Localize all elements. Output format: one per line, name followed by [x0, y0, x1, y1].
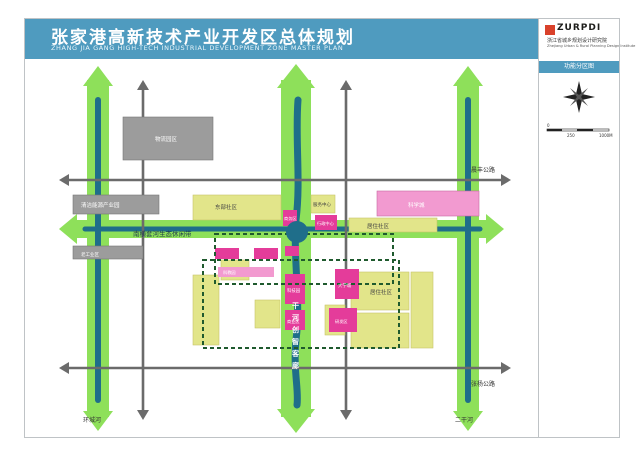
label-living-east: 居住社区: [370, 288, 393, 296]
spine-char-3: 创: [291, 325, 299, 334]
label-south-mix: 商业区: [287, 318, 300, 325]
compass-rose-icon: [563, 81, 595, 113]
scale-label-zero: 0: [547, 123, 550, 128]
label-hub-north: 服务中心: [313, 201, 331, 208]
label-green-belt: 南横套河生态休闲带: [133, 229, 192, 238]
central-hub: [286, 221, 308, 243]
label-university: 大学城: [338, 282, 352, 289]
label-sci-city: 科学城: [408, 201, 425, 209]
logo-name-cn: 浙江省城乡规划设计研究院: [547, 38, 608, 44]
map-frame: 张家港高新技术产业开发区总体规划 ZHANG JIA GANG HIGH-TEC…: [24, 18, 635, 438]
label-living-north: 居住社区: [367, 222, 390, 230]
label-tech-park: 科技园: [287, 287, 301, 294]
scale-bar: 0 250 1000M: [546, 123, 613, 138]
logo-wordmark: ZURPDI: [557, 23, 602, 33]
label-new-energy: 清洁能源产业园: [81, 201, 120, 209]
plan-map: 物流园区 清洁能源产业园 东部社区 服务中心 科学城 居住社区 老工业区 商务区…: [25, 60, 538, 437]
spine-char-4: 智: [292, 337, 299, 346]
spine-label: 干 河 创 智 客 廊: [291, 302, 300, 370]
label-old-industry: 老工业区: [81, 251, 99, 258]
label-north-road: 晨丰公路: [471, 166, 495, 174]
logo-name-en: Zhejiang Urban & Rural Planning Design I…: [547, 44, 636, 48]
map-subtitle: ZHANG JIA GANG HIGH-TECH INDUSTRIAL DEVE…: [51, 44, 344, 52]
side-panel-title: 功能分区图: [539, 61, 619, 73]
scale-label-mid: 250: [567, 133, 575, 138]
scale-label-end: 1000M: [599, 133, 613, 138]
label-logistics: 物流园区: [155, 135, 178, 143]
title-banner: 张家港高新技术产业开发区总体规划 ZHANG JIA GANG HIGH-TEC…: [25, 19, 538, 59]
zone-labels: 物流园区 清洁能源产业园 东部社区 服务中心 科学城 居住社区 老工业区 商务区…: [81, 135, 425, 325]
label-business: 商务区: [284, 215, 297, 222]
label-east-community: 东部社区: [215, 203, 238, 211]
spine-char-5: 客: [291, 349, 300, 358]
label-west-river: 环城河: [83, 416, 101, 424]
institute-logo: ZURPDI 浙江省城乡规划设计研究院 Zhejiang Urban & Rur…: [539, 19, 635, 59]
mixed-use-zones: [215, 190, 480, 332]
map-title: 张家港高新技术产业开发区总体规划: [51, 28, 355, 48]
label-rd: 研发区: [335, 318, 348, 325]
compass-scale: 0 250 1000M: [546, 81, 613, 138]
gray-zones: [72, 116, 214, 260]
side-divider: [538, 19, 539, 437]
spine-char-2: 河: [292, 313, 299, 322]
label-south-road: 张杨公路: [471, 380, 495, 388]
special-district-outline: [202, 233, 400, 349]
road-labels: 晨丰公路 张杨公路 环城河 二干河 南横套河生态休闲带: [83, 166, 495, 424]
spine-char-6: 廊: [292, 361, 299, 370]
logo-mark-icon: [545, 25, 555, 35]
spine-char-1: 干: [292, 302, 299, 310]
road-arrows: [59, 80, 511, 420]
label-admin: 行政中心: [317, 220, 335, 227]
label-edu: 科教园: [223, 269, 236, 276]
label-east-river: 二干河: [455, 416, 473, 424]
